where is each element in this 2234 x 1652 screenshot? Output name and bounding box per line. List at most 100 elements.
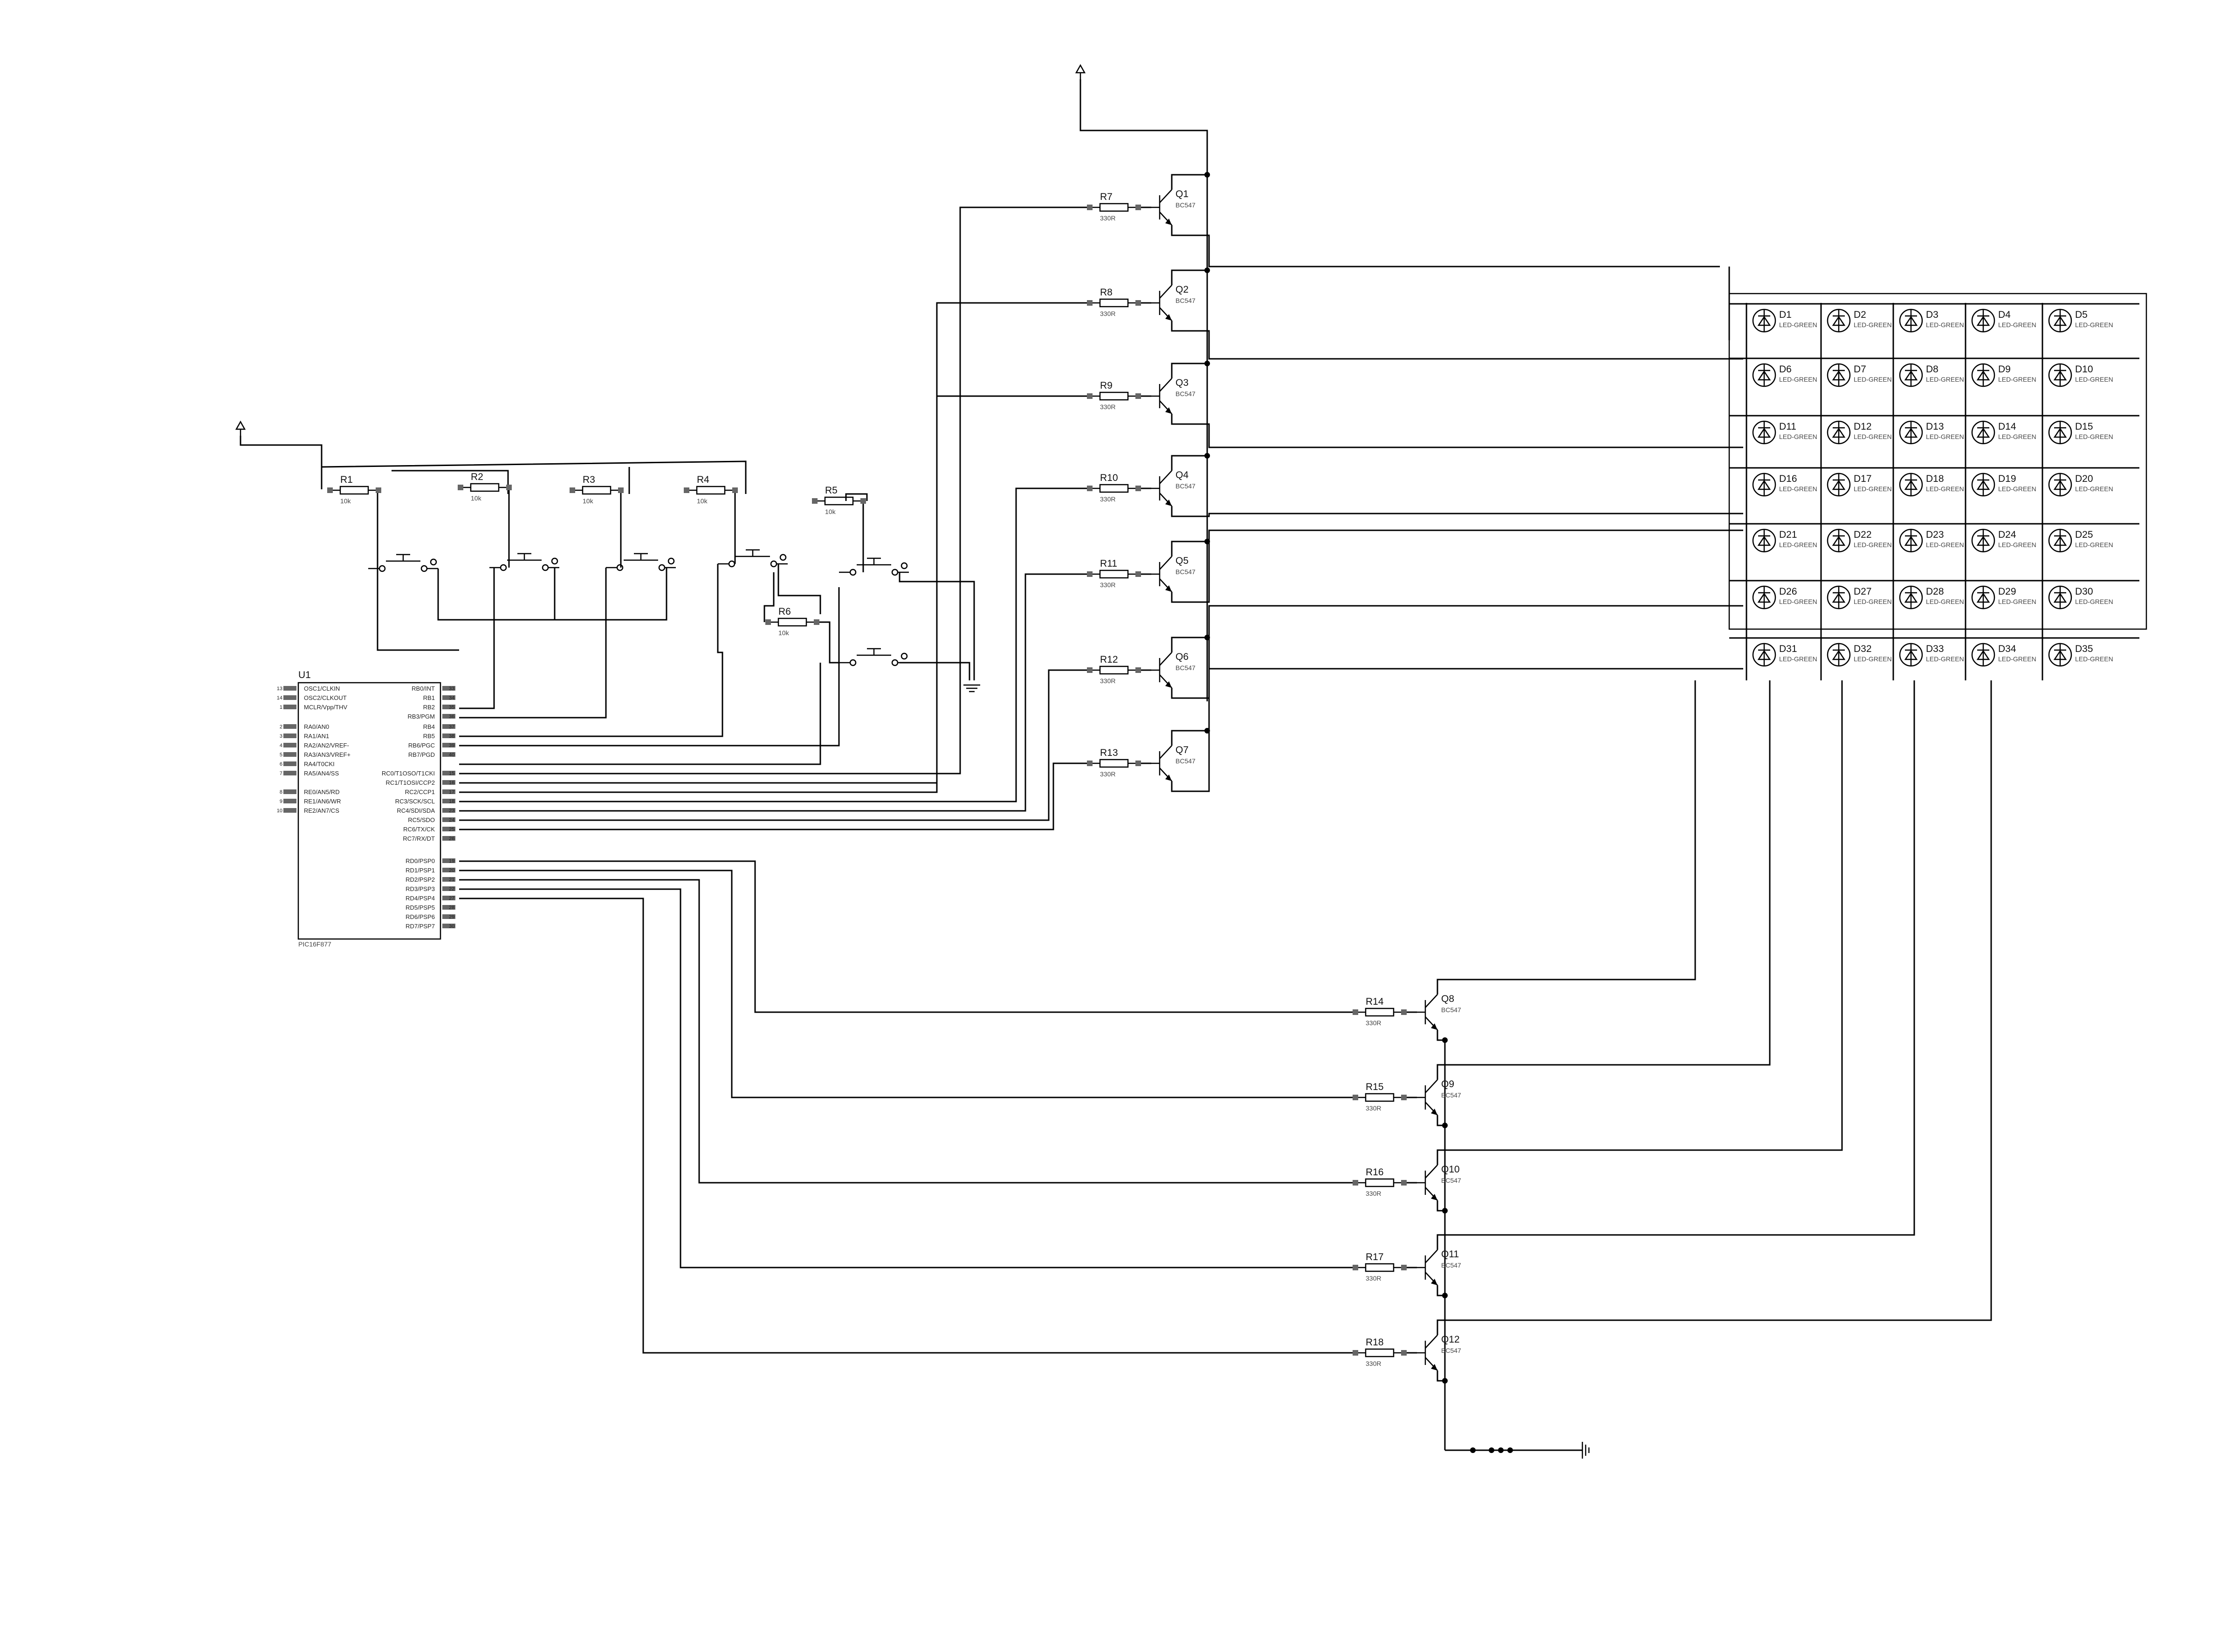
mcu-port-d-to-driver — [459, 870, 1355, 1098]
led-ref: D1 — [1779, 309, 1792, 320]
transistor-ref: Q4 — [1175, 470, 1189, 480]
power-supply-arrow-left — [235, 420, 246, 436]
led-ref: D19 — [1998, 473, 2016, 484]
pin-name: RA0/AN0 — [304, 723, 329, 730]
led-part: LED-GREEN — [1854, 541, 1892, 548]
pin-name: RC0/T1OSO/T1CKI — [382, 770, 435, 777]
collector-to-led-column — [1437, 680, 1771, 1080]
led-ref: D14 — [1998, 421, 2016, 432]
emitter-to-led-row — [1171, 668, 1720, 792]
pin-number: 39 — [449, 743, 454, 748]
led-ref: D29 — [1998, 586, 2016, 597]
resistor-value: 10k — [697, 497, 708, 505]
resistor-ref: R7 — [1100, 192, 1113, 202]
led-part: LED-GREEN — [1779, 376, 1817, 383]
pin-terminal — [812, 498, 818, 504]
collector-to-rail — [1171, 363, 1207, 378]
transistor-ref: Q12 — [1441, 1334, 1460, 1345]
mcu-port-d-to-driver — [459, 860, 1355, 1013]
pin-number: 23 — [449, 808, 454, 814]
pin-terminal — [1135, 393, 1141, 399]
collector-to-led-column — [1437, 680, 1992, 1335]
pin-terminal — [1353, 1265, 1358, 1270]
led-part: LED-GREEN — [1854, 598, 1892, 605]
pin-name: RE2/AN7/CS — [304, 807, 339, 814]
led-part: LED-GREEN — [1854, 433, 1892, 440]
pin-number: 8 — [280, 789, 282, 795]
led-ref: D15 — [2075, 421, 2093, 432]
led-part: LED-GREEN — [2075, 321, 2113, 329]
transistor-part: BC547 — [1175, 482, 1196, 490]
transistor-ref: Q2 — [1175, 284, 1189, 295]
pin-number: 6 — [280, 761, 282, 767]
pin-name: RB3/PGM — [407, 713, 435, 720]
pin-name: RD5/PSP5 — [406, 904, 435, 911]
pin-number: 4 — [280, 743, 282, 748]
pin-terminal — [1353, 1095, 1358, 1100]
pin-number: 10 — [277, 808, 282, 814]
pin-terminal — [1087, 761, 1093, 766]
led-ref: D34 — [1998, 644, 2016, 654]
pin-name: RE1/AN6/WR — [304, 798, 341, 805]
pin-terminal — [732, 487, 738, 493]
pin-name: RA1/AN1 — [304, 733, 329, 740]
pin-name: RA3/AN3/VREF+ — [304, 751, 351, 758]
transistor-part: BC547 — [1175, 757, 1196, 765]
pushbutton-6 — [839, 648, 909, 666]
pin-terminal — [1135, 761, 1141, 766]
pin-number: 33 — [449, 686, 454, 692]
resistor-value: 330R — [1100, 581, 1115, 589]
transistor-part: BC547 — [1441, 1261, 1461, 1269]
transistor-ref: Q7 — [1175, 745, 1189, 755]
switch-common-1 — [437, 568, 667, 621]
junction-dot — [1507, 1447, 1513, 1453]
led-part: LED-GREEN — [1926, 485, 1964, 493]
transistor-ref: Q9 — [1441, 1079, 1454, 1090]
pin-name: RC6/TX/CK — [403, 826, 435, 833]
pin-number: 5 — [280, 752, 282, 758]
pin-number: 20 — [449, 868, 454, 873]
transistor-part: BC547 — [1175, 297, 1196, 304]
resistor-ref: R9 — [1100, 380, 1113, 391]
pin-number: 16 — [449, 780, 454, 786]
pushbutton-1 — [368, 554, 438, 572]
pin-number: 2 — [280, 724, 282, 730]
pin-terminal — [1135, 571, 1141, 577]
resistor-ref: R8 — [1100, 287, 1113, 298]
ground-symbol-drivers — [1581, 1442, 1590, 1459]
collector-to-rail — [1171, 455, 1207, 471]
pin-number: 14 — [277, 695, 282, 701]
pin-number: 13 — [277, 686, 282, 692]
junction-dot — [1204, 267, 1210, 273]
pin-name: RD7/PSP7 — [406, 923, 435, 930]
led-part: LED-GREEN — [1779, 541, 1817, 548]
resistor-ref: R4 — [697, 474, 709, 485]
pin-name: RA2/AN2/VREF- — [304, 742, 349, 749]
pin-number: 18 — [449, 799, 454, 804]
pin-number: 26 — [449, 836, 454, 842]
switch-common-3 — [777, 564, 821, 614]
pushbutton-3 — [606, 553, 676, 571]
junction-dot — [1470, 1447, 1476, 1453]
